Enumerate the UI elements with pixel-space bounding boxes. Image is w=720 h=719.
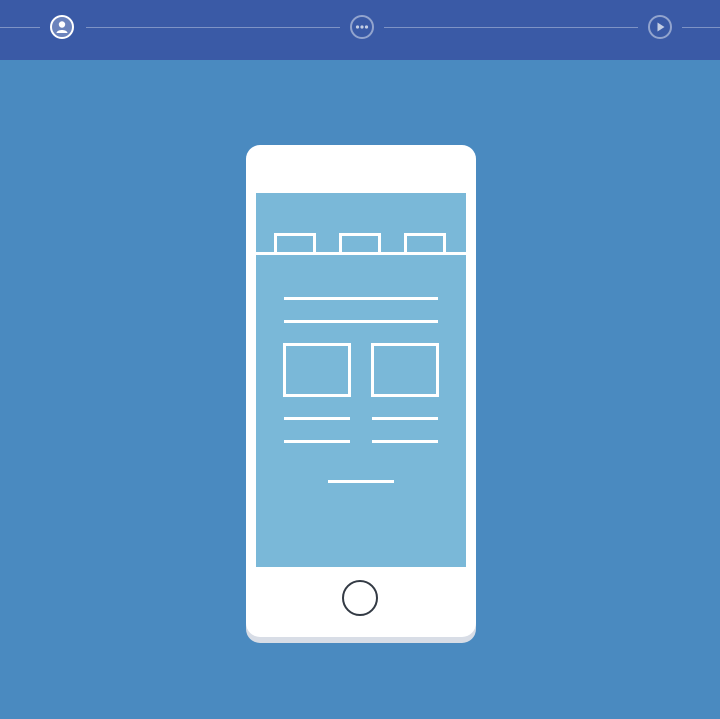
progress-track — [682, 27, 720, 28]
wireframe-image-box — [371, 343, 439, 397]
wireframe-text-line — [284, 440, 350, 443]
more-dots-icon — [355, 25, 369, 29]
smartphone-illustration — [246, 145, 476, 637]
wireframe-text-line — [284, 297, 438, 300]
wireframe-image-box — [283, 343, 351, 397]
user-icon — [56, 21, 68, 33]
wireframe-text-line — [372, 417, 438, 420]
step-details[interactable] — [350, 15, 374, 39]
wireframe-tab — [404, 233, 446, 252]
progress-track — [86, 27, 340, 28]
wireframe-text-line — [372, 440, 438, 443]
progress-bar — [0, 0, 720, 60]
home-button — [342, 580, 378, 616]
wireframe-button-line — [328, 480, 394, 483]
wireframe-text-line — [284, 320, 438, 323]
wireframe-text-line — [284, 417, 350, 420]
step-profile[interactable] — [50, 15, 74, 39]
progress-track — [0, 27, 40, 28]
play-icon — [657, 22, 665, 32]
wireframe-nav — [256, 193, 466, 255]
wireframe-tab — [274, 233, 316, 252]
phone-screen — [256, 193, 466, 567]
wireframe-tab — [339, 233, 381, 252]
progress-track — [384, 27, 638, 28]
step-play[interactable] — [648, 15, 672, 39]
